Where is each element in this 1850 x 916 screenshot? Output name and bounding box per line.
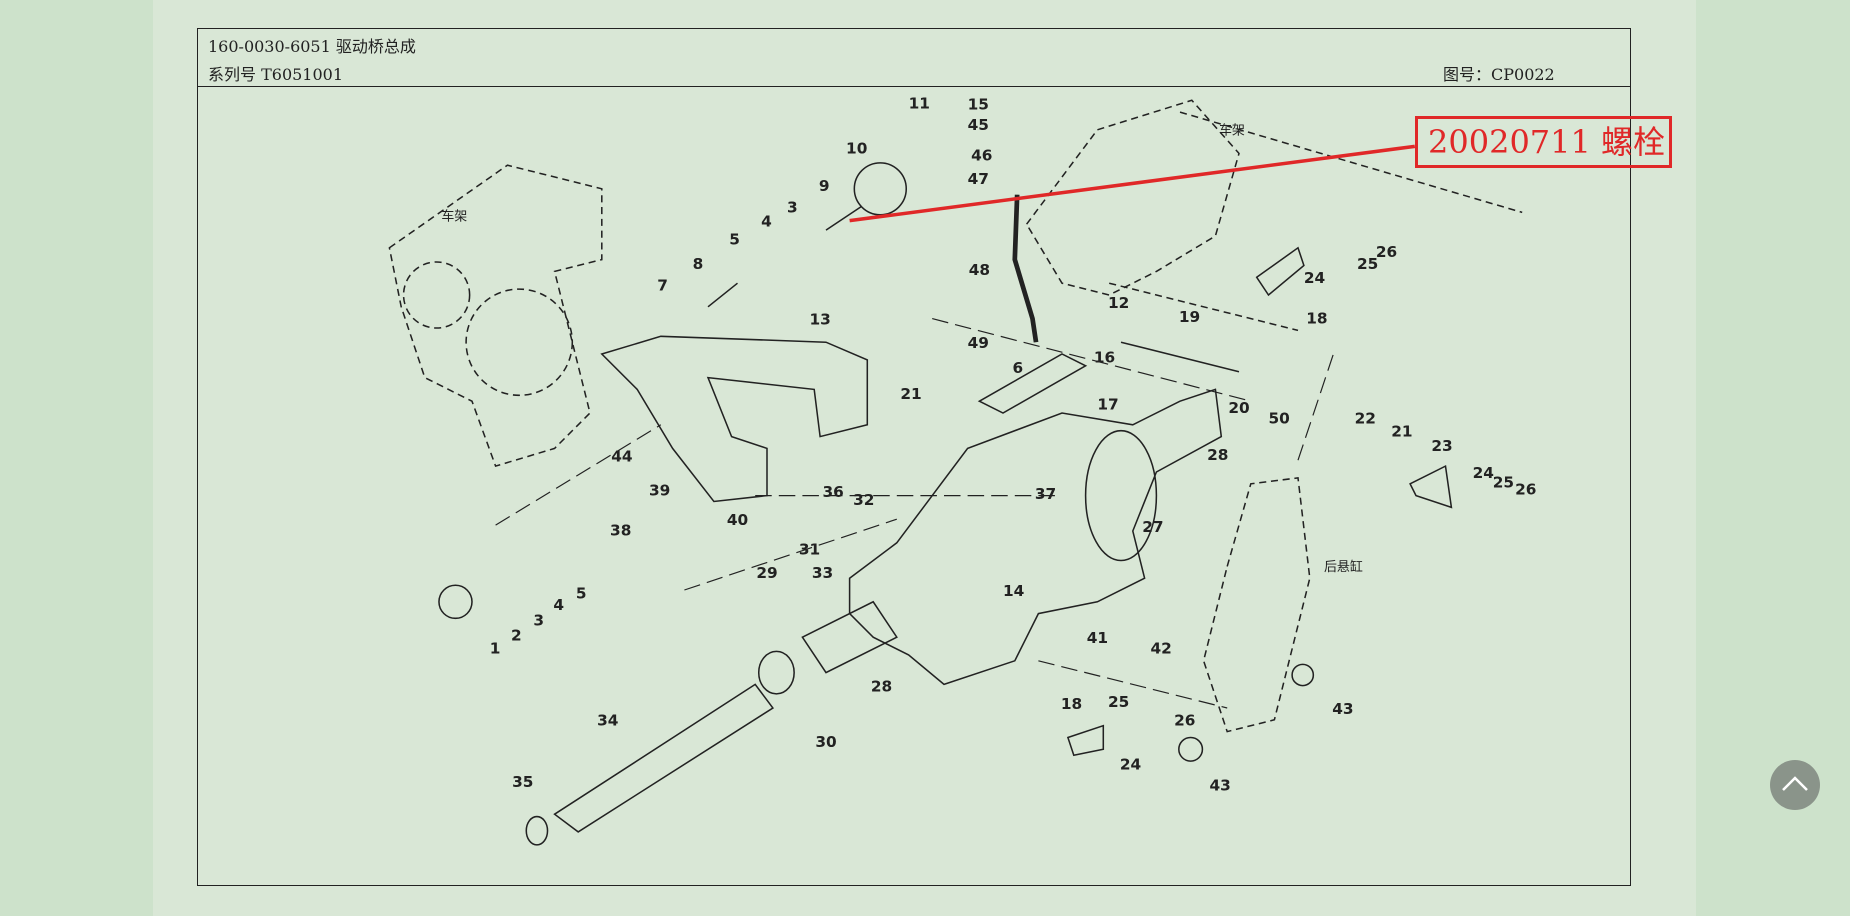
part-label: 18: [1306, 309, 1327, 327]
part-label: 42: [1151, 640, 1172, 658]
part-label: 25: [1357, 255, 1378, 273]
part-label: 24: [1304, 269, 1325, 287]
part-label: 18: [1061, 695, 1082, 713]
axle-housing: [848, 388, 1223, 686]
part-label: 4: [553, 596, 564, 614]
page-panel: [153, 0, 1696, 916]
part-label: 43: [1210, 777, 1231, 795]
part-callout: 20020711 螺栓: [1415, 116, 1672, 168]
part-label: 37: [1035, 485, 1056, 503]
part-label: 28: [1207, 446, 1228, 464]
part-label: 15: [968, 96, 989, 114]
chevron-up-icon: [1782, 776, 1808, 791]
part-label: 21: [900, 385, 921, 403]
part-label: 2: [511, 627, 522, 645]
left-frame-outline: [388, 164, 603, 468]
part-label: 36: [822, 483, 843, 501]
part-label: 12: [1108, 294, 1129, 312]
part-label: 3: [533, 611, 544, 629]
part-label: 31: [799, 541, 820, 559]
part-label: 4: [761, 213, 772, 231]
shaft: [553, 683, 775, 833]
part-label: 26: [1376, 243, 1397, 261]
part-label: 41: [1087, 629, 1108, 647]
pin-parts: [1066, 246, 1453, 757]
part-label: 13: [809, 311, 830, 329]
hose: [1012, 194, 1039, 343]
part-label: 44: [611, 447, 632, 465]
part-label: 16: [1094, 348, 1115, 366]
bracket: [600, 335, 869, 503]
cylinder-label: 后悬缸: [1324, 559, 1363, 575]
part-label: 25: [1108, 693, 1129, 711]
part-label: 7: [657, 276, 668, 294]
part-label: 30: [815, 733, 836, 751]
drawing-number: 图号：CP0022: [1443, 65, 1555, 84]
part-label: 32: [853, 491, 874, 509]
part-labels: 车架 车架 后悬缸 11 15 45 46 47 10 9 3 4 5 8 7 …: [441, 95, 1536, 795]
part-label: 26: [1515, 480, 1536, 498]
part-label: 29: [756, 564, 777, 582]
callout-leader: [849, 144, 1416, 223]
part-label: 25: [1493, 473, 1514, 491]
washer: [853, 162, 908, 216]
axle-flange: [1084, 429, 1158, 562]
part-label: 11: [909, 95, 930, 113]
part-label: 47: [968, 170, 989, 188]
part-label: 49: [968, 334, 989, 352]
part-label: 1: [490, 640, 501, 658]
part-label: 26: [1174, 712, 1195, 730]
part-label: 38: [610, 522, 631, 540]
shaft-end: [525, 815, 549, 846]
washer: [438, 584, 473, 620]
part-label: 50: [1269, 410, 1290, 428]
part-label: 23: [1431, 437, 1452, 455]
axle-spindle: [801, 600, 898, 674]
part-label: 6: [1012, 359, 1023, 377]
part-label: 21: [1391, 423, 1412, 441]
serial-number: 系列号 T6051001: [208, 65, 344, 84]
part-label: 19: [1179, 308, 1200, 326]
part-label: 46: [971, 146, 992, 164]
part-label: 24: [1120, 755, 1141, 773]
part-label: 5: [576, 584, 587, 602]
part-label: 5: [729, 230, 740, 248]
part-label: 10: [846, 139, 867, 157]
shaft-end: [757, 650, 795, 695]
part-label: 17: [1097, 395, 1118, 413]
part-label: 14: [1003, 582, 1024, 600]
part-label: 24: [1473, 464, 1494, 482]
washer: [1178, 736, 1204, 762]
part-label: 35: [512, 773, 533, 791]
part-label: 9: [819, 177, 830, 195]
part-label: 43: [1332, 700, 1353, 718]
assembly-leader-lines: [495, 318, 1334, 709]
link-parts: [707, 205, 1240, 414]
washer: [1291, 663, 1315, 687]
part-label: 34: [597, 712, 618, 730]
part-label: 40: [727, 511, 748, 529]
scroll-to-top-button[interactable]: [1770, 760, 1820, 810]
part-label: 20: [1228, 399, 1249, 417]
assembly-title: 160-0030-6051 驱动桥总成: [208, 37, 416, 56]
part-label: 39: [649, 482, 670, 500]
part-label: 8: [693, 255, 704, 273]
frame-label-left: 车架: [441, 209, 467, 225]
part-label: 27: [1142, 518, 1163, 536]
header-divider: [198, 86, 1630, 87]
part-label: 33: [812, 564, 833, 582]
part-label: 28: [871, 677, 892, 695]
suspension-cylinder: [1202, 477, 1311, 733]
drawing-frame: 160-0030-6051 驱动桥总成 系列号 T6051001 图号：CP00…: [197, 28, 1631, 886]
part-label: 48: [969, 261, 990, 279]
part-label: 45: [968, 116, 989, 134]
right-frame-outline: [1025, 99, 1523, 332]
part-label: 3: [787, 198, 798, 216]
frame-label-right: 车架: [1219, 123, 1245, 139]
part-label: 22: [1355, 410, 1376, 428]
